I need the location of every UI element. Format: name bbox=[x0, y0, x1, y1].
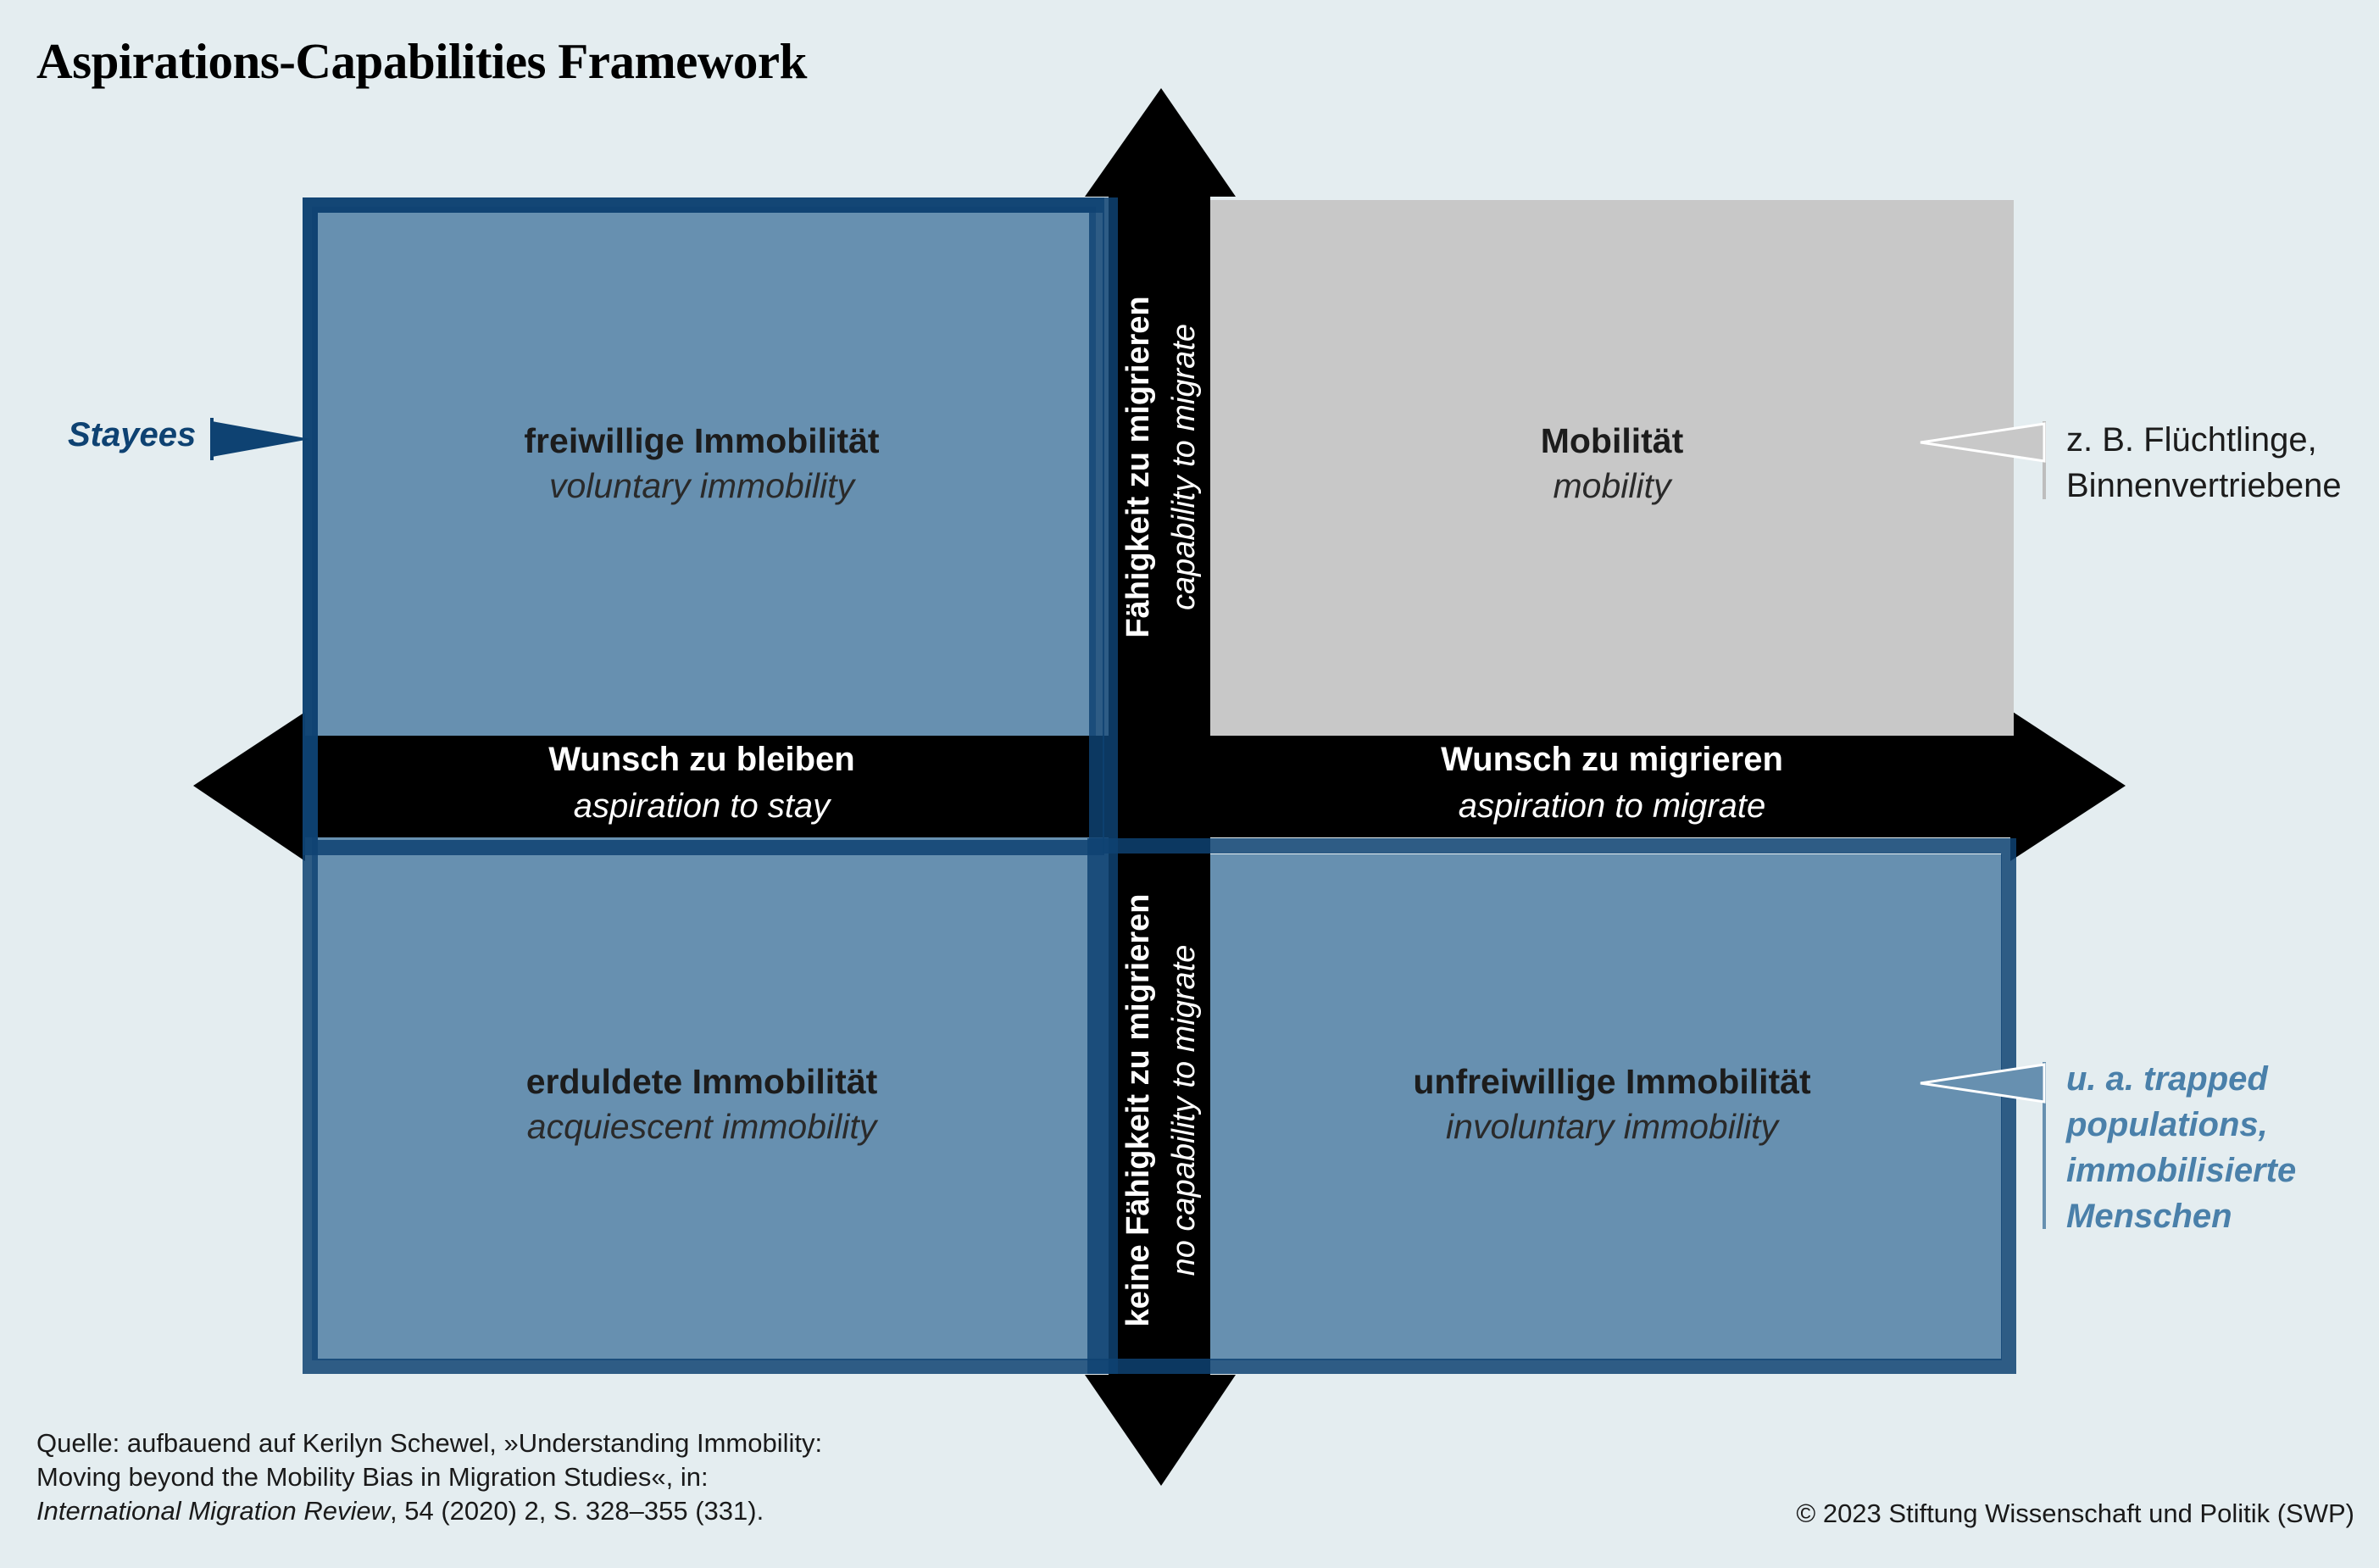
label-involuntary-immobility-en: involuntary immobility bbox=[1446, 1107, 1778, 1146]
annotation-trapped-line4: Menschen bbox=[2066, 1198, 2232, 1235]
source-line2: Moving beyond the Mobility Bias in Migra… bbox=[36, 1462, 709, 1492]
outline-left-column bbox=[303, 197, 1118, 1374]
axis-capability-to-migrate-de: Fähigkeit zu migrieren bbox=[1120, 296, 1156, 638]
axis-no-capability-to-migrate-en: no capability to migrate bbox=[1166, 944, 1202, 1276]
annotation-trapped-line2: populations, bbox=[2066, 1106, 2268, 1143]
label-involuntary-immobility: unfreiwillige Immobilität involuntary im… bbox=[1375, 1065, 1849, 1144]
annotation-stayees: Stayees bbox=[68, 416, 197, 453]
source-note: Quelle: aufbauend auf Kerilyn Schewel, »… bbox=[36, 1426, 822, 1528]
diagram-title: Aspirations-Capabilities Framework bbox=[36, 33, 807, 89]
quadrant-involuntary-immobility bbox=[1210, 854, 2002, 1360]
axis-capability-to-migrate-en: capability to migrate bbox=[1166, 324, 1202, 610]
axis-capability-to-migrate: Fähigkeit zu migrieren capability to mig… bbox=[1115, 277, 1207, 657]
source-journal: International Migration Review bbox=[36, 1496, 390, 1526]
axis-no-capability-to-migrate: keine Fähigkeit zu migrieren no capabili… bbox=[1115, 873, 1207, 1348]
label-voluntary-immobility-de: freiwillige Immobilität bbox=[524, 421, 880, 460]
label-acquiescent-immobility-de: erduldete Immobilität bbox=[525, 1062, 878, 1101]
stayees-flag-icon bbox=[212, 421, 310, 457]
annotation-refugees-line1: z. B. Flüchtlinge, bbox=[2066, 421, 2317, 459]
trapped-flag-icon bbox=[1920, 1063, 2046, 1104]
annotation-refugees-line2: Binnenvertriebene bbox=[2066, 467, 2342, 504]
quadrant-acquiescent-immobility bbox=[312, 837, 1109, 1360]
source-citation: , 54 (2020) 2, S. 328–355 (331). bbox=[390, 1496, 764, 1526]
refugees-flag-icon bbox=[1920, 422, 2046, 463]
axis-aspiration-to-stay-en: aspiration to stay bbox=[573, 787, 831, 825]
quadrant-mobility bbox=[1210, 200, 2014, 736]
annotation-trapped-line1: u. a. trapped bbox=[2066, 1060, 2268, 1098]
axis-aspiration-to-stay-de: Wunsch zu bleiben bbox=[548, 741, 855, 778]
vertical-axis-bar bbox=[1109, 197, 1210, 1375]
quadrant-voluntary-immobility bbox=[312, 207, 1096, 737]
label-mobility-de: Mobilität bbox=[1540, 421, 1684, 460]
source-line3: International Migration Review, 54 (2020… bbox=[36, 1494, 822, 1528]
annotation-refugees: z. B. Flüchtlinge, Binnenvertriebene bbox=[2066, 417, 2342, 509]
copyright-note: © 2023 Stiftung Wissenschaft und Politik… bbox=[1796, 1498, 2354, 1528]
axis-no-capability-to-migrate-de: keine Fähigkeit zu migrieren bbox=[1120, 893, 1156, 1327]
axis-aspiration-to-stay: Wunsch zu bleiben aspiration to stay bbox=[481, 741, 922, 826]
label-mobility-en: mobility bbox=[1553, 466, 1671, 505]
outline-bottom-right bbox=[1087, 838, 2016, 1374]
source-line1: Quelle: aufbauend auf Kerilyn Schewel, »… bbox=[36, 1428, 823, 1458]
label-involuntary-immobility-de: unfreiwillige Immobilität bbox=[1413, 1062, 1811, 1101]
axis-aspiration-to-migrate-en: aspiration to migrate bbox=[1458, 787, 1766, 825]
label-acquiescent-immobility-en: acquiescent immobility bbox=[526, 1107, 877, 1146]
axis-aspiration-to-migrate: Wunsch zu migrieren aspiration to migrat… bbox=[1375, 741, 1849, 826]
label-voluntary-immobility: freiwillige Immobilität voluntary immobi… bbox=[481, 424, 922, 503]
label-mobility: Mobilität mobility bbox=[1417, 424, 1807, 503]
annotation-trapped-line3: immobilisierte bbox=[2066, 1152, 2297, 1189]
axis-aspiration-to-migrate-de: Wunsch zu migrieren bbox=[1441, 741, 1783, 778]
label-acquiescent-immobility: erduldete Immobilität acquiescent immobi… bbox=[481, 1065, 922, 1144]
annotation-trapped: u. a. trapped populations, immobilisiert… bbox=[2066, 1056, 2296, 1239]
label-voluntary-immobility-en: voluntary immobility bbox=[549, 466, 854, 505]
